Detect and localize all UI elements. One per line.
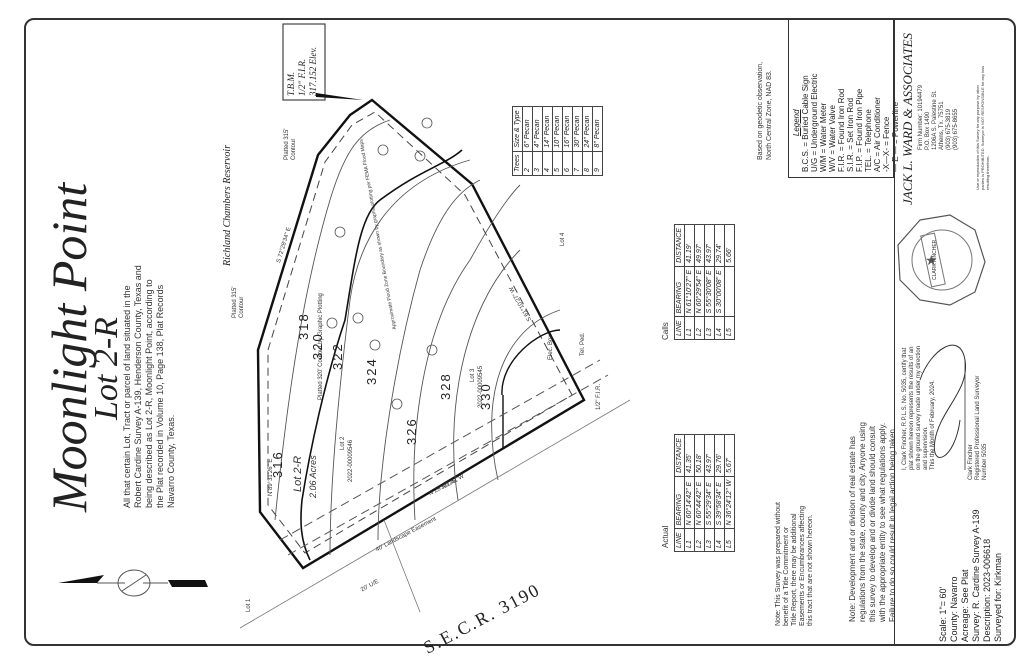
north-arrow-icon [58,569,208,597]
certification-box [894,300,1016,646]
survey-name: Survey: R. Cardine Survey A-139 [971,509,981,642]
scale: Scale: 1"= 60' [938,586,948,642]
plat-sheet [24,18,1016,646]
acreage: Acreage: See Plat [960,569,970,642]
svg-text:★: ★ [925,252,938,268]
survey-info: Scale: 1"= 60' County: Navarro Acreage: … [938,509,1004,642]
lot-boundary [256,98,586,570]
legend-box [788,18,894,178]
county: County: Navarro [949,576,959,642]
surveyed-for: Surveyed for: Kirkman [993,552,1003,642]
description-number: Description: 2023-006618 [982,538,992,642]
